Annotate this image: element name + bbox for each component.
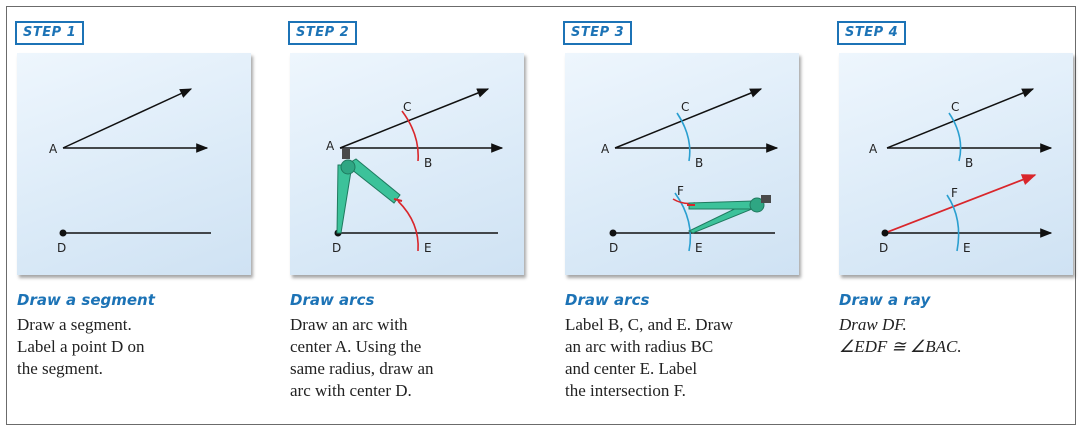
step-2-text: Draw an arc with center A. Using the sam… bbox=[290, 314, 550, 402]
arc-e bbox=[946, 194, 960, 252]
label-b: B bbox=[695, 156, 703, 170]
label-d: D bbox=[332, 241, 341, 255]
step-2-card: C B A D E bbox=[290, 53, 524, 275]
compass-illustration bbox=[687, 195, 771, 234]
arc-e bbox=[674, 192, 692, 252]
step-3-line-4: the intersection F. bbox=[565, 381, 686, 400]
arc-bc bbox=[676, 112, 691, 162]
step-2-badge: STEP 2 bbox=[288, 21, 358, 45]
step-2-diagram: C B A D E bbox=[326, 88, 504, 255]
label-c: C bbox=[681, 100, 689, 114]
label-a: A bbox=[326, 139, 335, 153]
label-a: A bbox=[869, 142, 878, 156]
label-b: B bbox=[965, 156, 973, 170]
step-1-badge: STEP 1 bbox=[15, 21, 85, 45]
compass-illustration bbox=[336, 149, 403, 234]
step-3-card: C B A D E F bbox=[565, 53, 799, 275]
step-4-card: C B A D E F bbox=[839, 53, 1073, 275]
step-2-line-2: center A. Using the bbox=[290, 337, 422, 356]
step-3-line-3: and center E. Label bbox=[565, 359, 698, 378]
step-3-title: Draw arcs bbox=[565, 291, 650, 309]
step-4-diagram: C B A D E F bbox=[869, 88, 1053, 255]
point-d bbox=[881, 229, 889, 237]
step-1-panel: STEP 1 A D Draw a segment Draw a segment… bbox=[7, 7, 277, 426]
step-1-line-2: Label a point D on bbox=[17, 337, 145, 356]
step-3-line-1: Label B, C, and E. Draw bbox=[565, 315, 734, 334]
label-f: F bbox=[951, 186, 958, 200]
point-d bbox=[59, 229, 67, 237]
label-a: A bbox=[601, 142, 610, 156]
ray-df bbox=[884, 174, 1037, 234]
label-c: C bbox=[403, 100, 411, 114]
label-d: D bbox=[609, 241, 618, 255]
step-3-diagram: C B A D E F bbox=[601, 88, 779, 255]
step-3-line-2: an arc with radius BC bbox=[565, 337, 714, 356]
label-b: B bbox=[424, 156, 432, 170]
label-e: E bbox=[963, 241, 971, 255]
step-1-text: Draw a segment. Label a point D on the s… bbox=[17, 314, 277, 380]
step-4-line-1: Draw DF. bbox=[839, 315, 907, 334]
step-3-panel: STEP 3 C B A D E F bbox=[555, 7, 825, 426]
step-4-line-2: ∠EDF ≅ ∠BAC. bbox=[839, 337, 962, 356]
step-2-line-1: Draw an arc with bbox=[290, 315, 408, 334]
label-d: D bbox=[57, 241, 66, 255]
ray-ac bbox=[886, 88, 1035, 149]
step-3-text: Label B, C, and E. Draw an arc with radi… bbox=[565, 314, 825, 402]
ray-ac bbox=[62, 88, 193, 149]
step-2-title: Draw arcs bbox=[290, 291, 375, 309]
arc-bc bbox=[401, 110, 419, 162]
arc-bc bbox=[948, 112, 962, 162]
label-c: C bbox=[951, 100, 959, 114]
point-d bbox=[609, 229, 617, 237]
step-2-line-3: same radius, draw an bbox=[290, 359, 434, 378]
step-4-badge: STEP 4 bbox=[837, 21, 907, 45]
step-1-diagram: A D bbox=[49, 88, 211, 255]
ray-ac bbox=[339, 88, 490, 149]
step-1-line-1: Draw a segment. bbox=[17, 315, 132, 334]
step-2-line-4: arc with center D. bbox=[290, 381, 412, 400]
step-3-badge: STEP 3 bbox=[563, 21, 633, 45]
label-f: F bbox=[677, 184, 684, 198]
step-4-panel: STEP 4 C B A bbox=[829, 7, 1082, 426]
label-e: E bbox=[695, 241, 703, 255]
label-d: D bbox=[879, 241, 888, 255]
step-2-panel: STEP 2 C B A D E bbox=[280, 7, 550, 426]
step-1-line-3: the segment. bbox=[17, 359, 103, 378]
label-a: A bbox=[49, 142, 58, 156]
construction-figure: STEP 1 A D Draw a segment Draw a segment… bbox=[6, 6, 1076, 425]
step-1-title: Draw a segment bbox=[17, 291, 155, 309]
step-4-text: Draw DF. ∠EDF ≅ ∠BAC. bbox=[839, 314, 1082, 358]
label-e: E bbox=[424, 241, 432, 255]
step-4-title: Draw a ray bbox=[839, 291, 931, 309]
arc-e bbox=[397, 200, 419, 252]
step-1-card: A D bbox=[17, 53, 251, 275]
ray-ac bbox=[614, 88, 763, 149]
